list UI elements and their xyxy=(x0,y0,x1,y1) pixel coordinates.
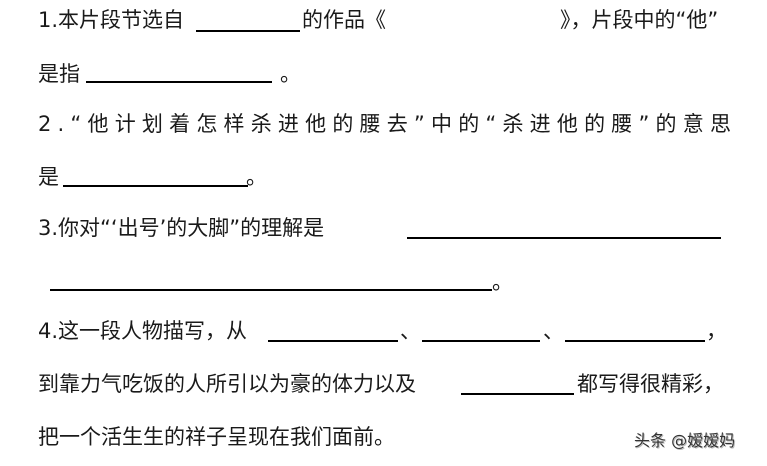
q1-author-blank[interactable] xyxy=(196,30,300,32)
q3-text: 3.你对“‘出号’的大脚”的理解是 xyxy=(38,216,325,240)
q4-line1-end: ， xyxy=(706,319,727,343)
q3-understanding-blank-2[interactable] xyxy=(50,289,492,291)
q3-understanding-blank-1[interactable] xyxy=(407,237,721,239)
q4-line3: 把一个活生生的祥子呈现在我们面前。 xyxy=(38,425,395,449)
q1-line2-end: 。 xyxy=(280,62,301,86)
q1-text-end: 》，片段中的“他” xyxy=(560,8,719,32)
q4-text-start: 4.这一段人物描写，从 xyxy=(38,319,248,343)
q4-blank-2[interactable] xyxy=(422,340,540,342)
q4-separator-1: 、 xyxy=(400,319,421,343)
q1-he-refers-blank[interactable] xyxy=(86,81,272,83)
q3-line2-end: 。 xyxy=(492,270,513,294)
q4-blank-1[interactable] xyxy=(268,340,398,342)
q1-line2-start: 是指 xyxy=(38,62,80,86)
q2-line2-end: 。 xyxy=(246,165,267,189)
q4-separator-2: 、 xyxy=(543,319,564,343)
q1-text-mid: 的作品《 xyxy=(302,8,386,32)
q2-text: 2.“他计划着怎样杀进他的腰去”中的“杀进他的腰”的意思 xyxy=(38,112,738,136)
q4-line2-start: 到靠力气吃饭的人所引以为豪的体力以及 xyxy=(38,372,416,396)
q2-line2-start: 是 xyxy=(38,165,59,189)
watermark: 头条 @嫒嫒妈 xyxy=(634,431,736,450)
q4-line2-end: 都写得很精彩， xyxy=(577,372,724,396)
q1-text-start: 1.本片段节选自 xyxy=(38,8,185,32)
q4-blank-3[interactable] xyxy=(565,340,705,342)
q4-blank-4[interactable] xyxy=(461,393,574,395)
q2-meaning-blank[interactable] xyxy=(63,185,248,187)
